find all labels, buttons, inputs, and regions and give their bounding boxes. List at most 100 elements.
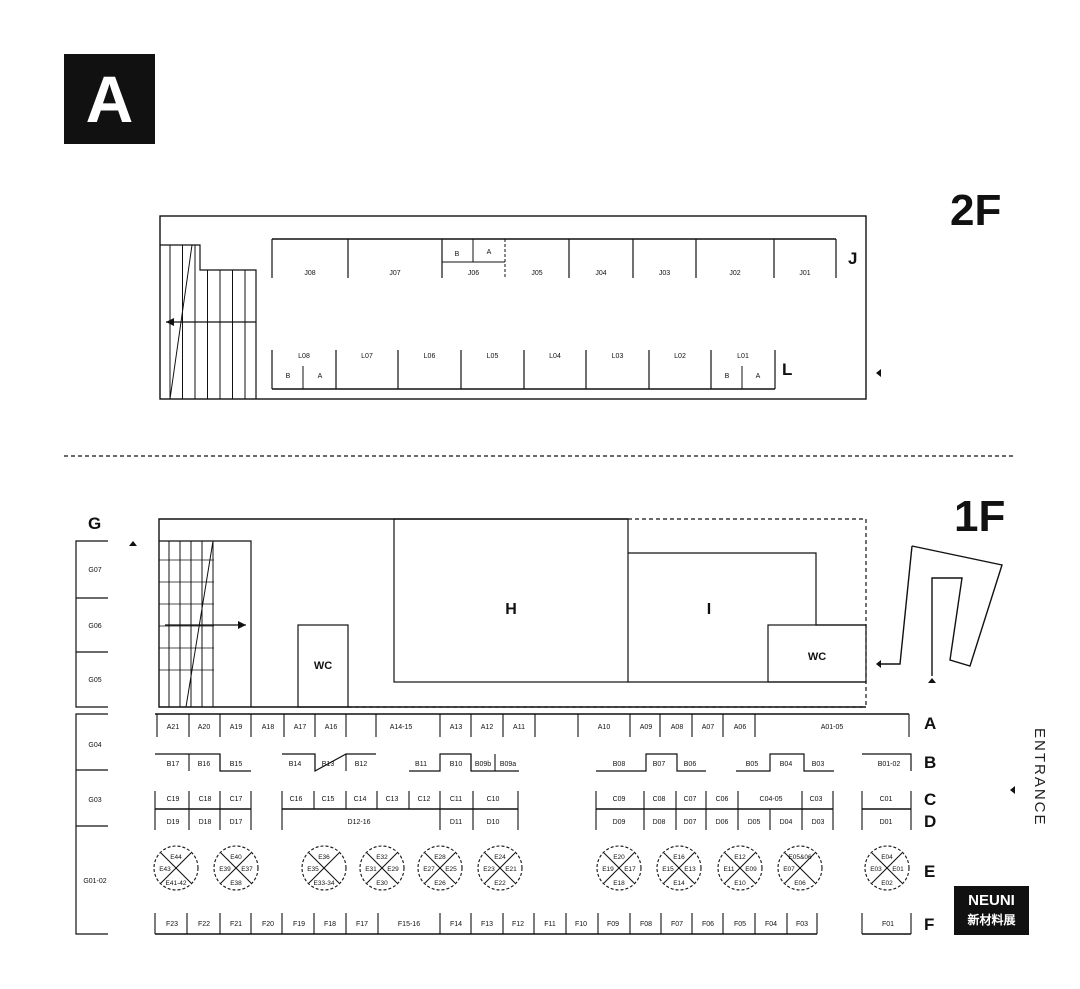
booth-b09a: B09a [500, 761, 516, 768]
row-label-j: J [848, 249, 858, 268]
booth-j07: J07 [389, 270, 400, 277]
booth-l06: L06 [424, 353, 436, 360]
floor-2f-outline [159, 215, 867, 400]
booth-b07: B07 [653, 761, 666, 768]
e-table-7 [596, 845, 642, 891]
booth-a11: A11 [513, 724, 525, 731]
booth-e26: E26 [434, 880, 446, 887]
booth-e41-42: E41-42 [166, 880, 187, 887]
e-table-cross [603, 852, 635, 884]
booth-f13: F13 [481, 921, 493, 928]
booth-d09: D09 [613, 819, 626, 826]
e-table-cross [424, 852, 456, 884]
booth-j04: J04 [595, 270, 606, 277]
e-table-9 [717, 845, 763, 891]
booth-e28: E28 [434, 854, 446, 861]
booth-b06: B06 [684, 761, 697, 768]
booth-l08: L08 [298, 353, 310, 360]
wc-right [767, 624, 867, 683]
booth-a19: A19 [230, 724, 243, 731]
booth-e10: E10 [734, 880, 746, 887]
booth-d05: D05 [748, 819, 761, 826]
booth-a12: A12 [481, 724, 494, 731]
row-b-line-6 [862, 753, 912, 771]
booth-e29: E29 [387, 866, 399, 873]
g-column-lower [75, 713, 108, 935]
booth-e19: E19 [602, 866, 614, 873]
booth-d06: D06 [716, 819, 729, 826]
booth-d12-16: D12-16 [348, 819, 371, 826]
entrance-2f-marker [876, 369, 881, 377]
booth-b16: B16 [198, 761, 211, 768]
booth-f20: F20 [262, 921, 274, 928]
booth-e39: E39 [219, 866, 231, 873]
booth-a09: A09 [640, 724, 653, 731]
entrance-route-arrow [876, 660, 881, 668]
zone-h [393, 518, 629, 683]
e-table-cross [871, 852, 903, 884]
booth-j01: J01 [799, 270, 810, 277]
booth-e23: E23 [483, 866, 495, 873]
booth-g06: G06 [88, 623, 101, 630]
booth-e40: E40 [230, 854, 242, 861]
booth-c16: C16 [290, 796, 303, 803]
booth-e36: E36 [318, 854, 330, 861]
entrance-route-return [880, 545, 913, 665]
booth-b10: B10 [450, 761, 463, 768]
booth-j06: J06 [468, 270, 479, 277]
booth-d10: D10 [487, 819, 500, 826]
row-label-b: B [924, 753, 937, 772]
booth-b17: B17 [167, 761, 180, 768]
booth-e06: E06 [794, 880, 806, 887]
booth-b04: B04 [780, 761, 793, 768]
booth-l08-a: A [318, 373, 323, 380]
booth-d11: D11 [450, 819, 462, 826]
booth-e01: E01 [892, 866, 904, 873]
booth-e16: E16 [673, 854, 685, 861]
booth-f01: F01 [882, 921, 894, 928]
booth-a10: A10 [598, 724, 611, 731]
booth-l02: L02 [674, 353, 686, 360]
booth-c01: C01 [880, 796, 893, 803]
booth-a20: A20 [198, 724, 211, 731]
entrance-route [911, 545, 1003, 676]
booth-e43: E43 [159, 866, 171, 873]
e-table-cross [663, 852, 695, 884]
booth-e11: E11 [723, 866, 734, 873]
e-table-cross [484, 852, 516, 884]
booth-a21: A21 [167, 724, 180, 731]
zone-i-outline [628, 552, 866, 626]
entrance-route-marker [928, 678, 936, 683]
wc-left-label: WC [314, 660, 332, 672]
booth-e38: E38 [230, 880, 242, 887]
booth-f15-16: F15-16 [398, 921, 420, 928]
booth-j02: J02 [729, 270, 740, 277]
booth-f05: F05 [734, 921, 746, 928]
e-table-8 [656, 845, 702, 891]
booth-b05: B05 [746, 761, 759, 768]
row-label-d: D [924, 812, 937, 831]
booth-e02: E02 [881, 880, 893, 887]
booth-a06: A06 [734, 724, 747, 731]
booth-a16: A16 [325, 724, 338, 731]
stair-1f-arrow-head [238, 621, 246, 629]
e-table-3 [301, 845, 347, 891]
row-b-line-3 [409, 753, 519, 772]
booth-c19: C19 [167, 796, 180, 803]
booth-a17: A17 [294, 724, 307, 731]
e-table-4 [359, 845, 405, 891]
e-table-2 [213, 845, 259, 891]
booth-f17: F17 [356, 921, 368, 928]
booth-e05&06: E05&06 [788, 854, 812, 861]
booth-c18: C18 [199, 796, 212, 803]
booth-f08: F08 [640, 921, 652, 928]
booth-l01-a: A [756, 373, 761, 380]
booth-b13: B13 [322, 761, 335, 768]
booth-e31: E31 [365, 866, 377, 873]
booth-c08: C08 [653, 796, 666, 803]
row-b-line-5 [736, 753, 834, 772]
e-table-cross [784, 852, 816, 884]
booth-f03: F03 [796, 921, 808, 928]
booth-l07: L07 [361, 353, 373, 360]
